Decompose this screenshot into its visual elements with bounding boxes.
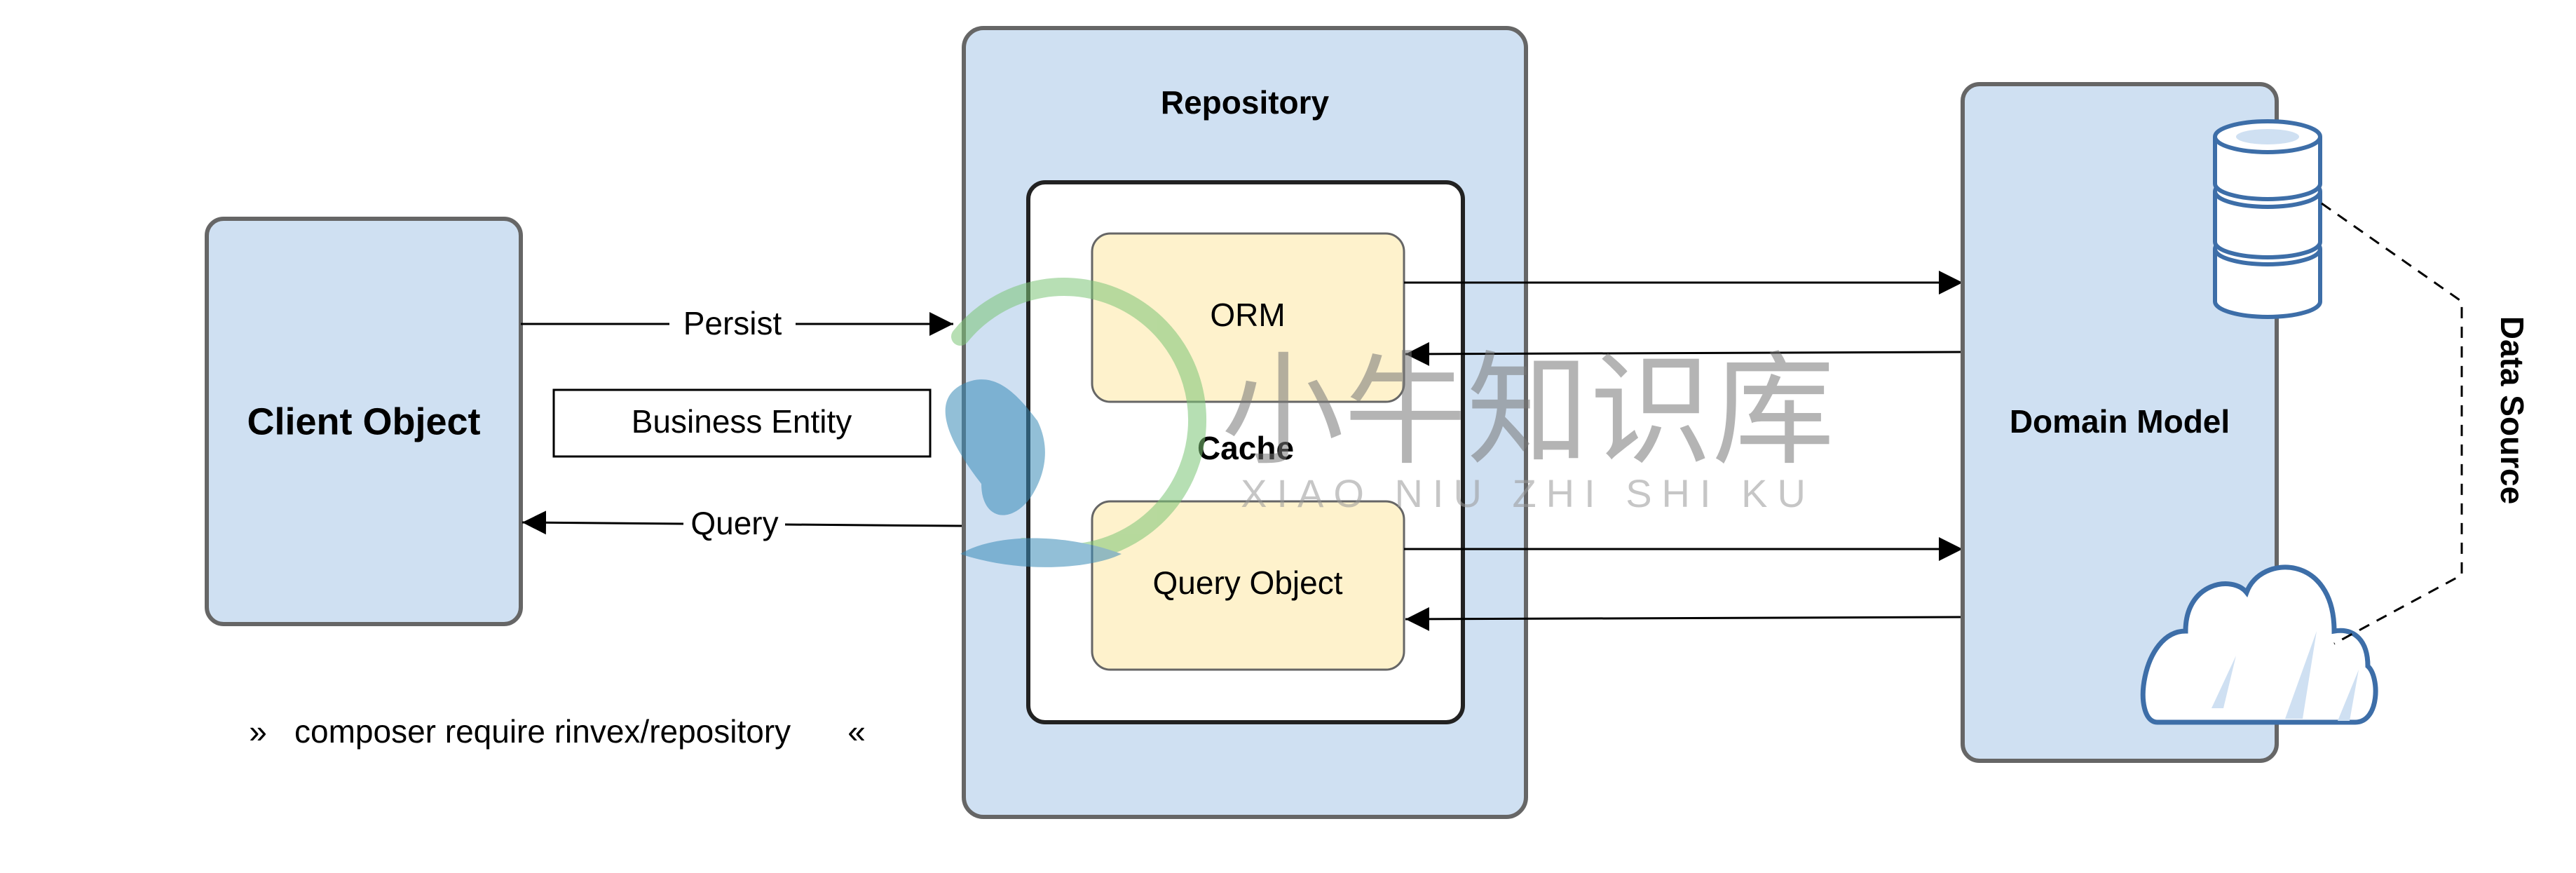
install-command: » composer require rinvex/repository « bbox=[249, 713, 866, 750]
domain-to-orm-edge bbox=[1405, 341, 1963, 366]
watermark-title: 小牛知识库 bbox=[1222, 343, 1835, 480]
orm-node: ORM bbox=[1091, 232, 1405, 403]
persist-label: Persist bbox=[683, 305, 782, 341]
repository-label: Repository bbox=[1161, 84, 1330, 121]
watermark-logo-icon bbox=[945, 278, 1207, 567]
watermark: 小牛知识库 XIAO NIU ZHI SHI KU bbox=[945, 278, 1835, 567]
database-icon bbox=[2213, 119, 2322, 319]
query-label: Query bbox=[690, 505, 778, 541]
domain-to-query-object-edge bbox=[1405, 607, 1963, 631]
cache-label: Cache bbox=[1197, 430, 1294, 466]
data-source-bracket: Data Source bbox=[2321, 202, 2530, 645]
install-right-mark: « bbox=[847, 713, 866, 750]
business-entity-node: Business Entity bbox=[552, 388, 932, 458]
domain-model-node: Domain Model bbox=[1961, 82, 2279, 763]
domain-model-label: Domain Model bbox=[2010, 403, 2230, 440]
orm-label: ORM bbox=[1210, 297, 1285, 333]
cloud-icon bbox=[2140, 564, 2378, 725]
query-object-label: Query Object bbox=[1153, 564, 1343, 601]
query-object-node: Query Object bbox=[1091, 500, 1405, 671]
data-source-label: Data Source bbox=[2494, 316, 2530, 504]
persist-edge: Persist bbox=[521, 305, 953, 341]
install-left-mark: » bbox=[249, 713, 267, 750]
query-edge: Query bbox=[522, 505, 962, 541]
watermark-subtitle: XIAO NIU ZHI SHI KU bbox=[1241, 471, 1815, 515]
business-entity-label: Business Entity bbox=[632, 403, 852, 440]
client-object-node: Client Object bbox=[205, 217, 523, 626]
install-command-text: composer require rinvex/repository bbox=[294, 713, 791, 750]
client-object-label: Client Object bbox=[247, 400, 480, 442]
